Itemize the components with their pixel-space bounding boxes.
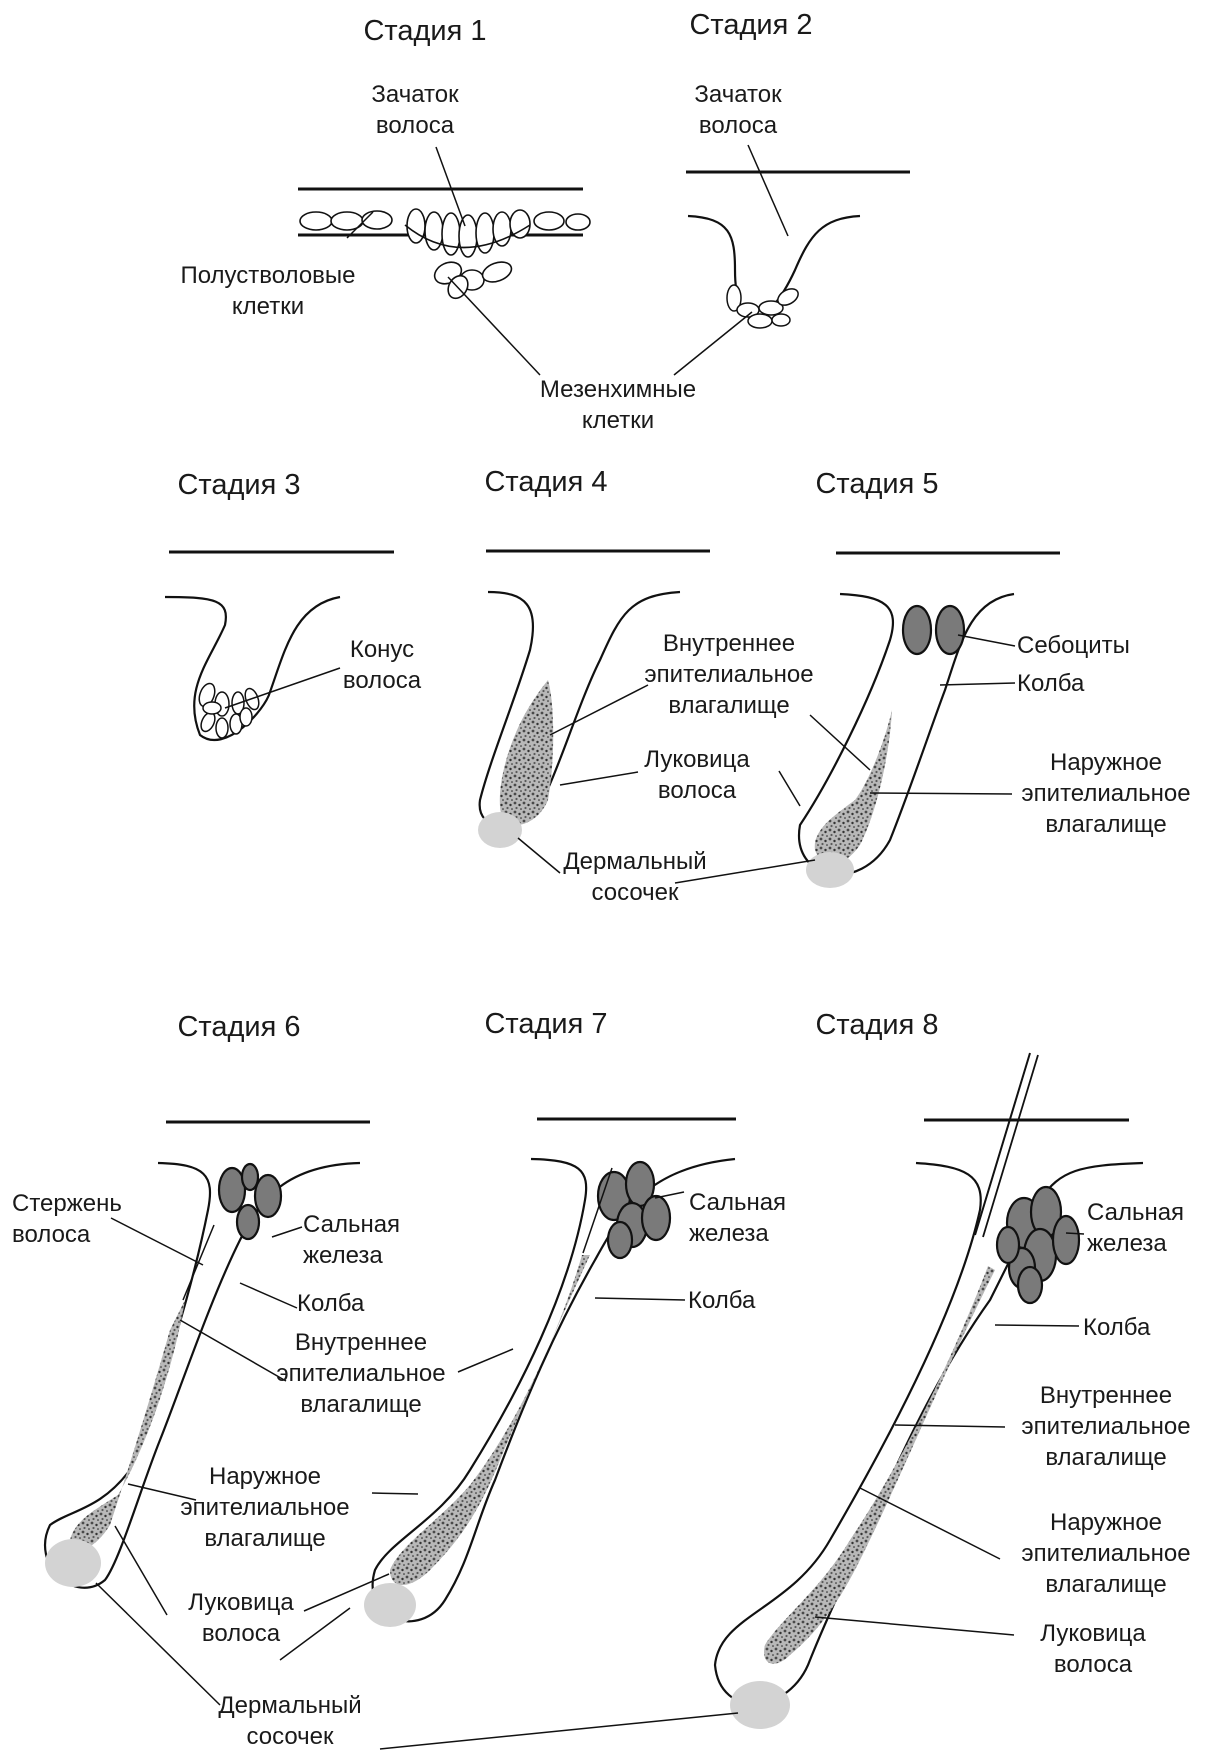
stage4-title: Стадия 4 [461, 465, 631, 499]
hair-bulb-label-s8: Луковица волоса [1018, 1618, 1168, 1680]
hair-shaft-label: Стержень волоса [12, 1188, 152, 1250]
hair-germ-label-s2: Зачаток волоса [673, 79, 803, 141]
bulge-label-s6: Колба [297, 1288, 407, 1319]
bulge-label-s5: Колба [1017, 668, 1167, 699]
outer-sheath-label-s8: Наружное эпителиальное влагалище [1006, 1507, 1206, 1600]
stage1-title: Стадия 1 [340, 14, 510, 48]
sebaceous-gland-label-s7: Сальная железа [689, 1187, 829, 1249]
sebaceous-gland-label-s8: Сальная железа [1087, 1197, 1213, 1259]
dermal-papilla-label-s4: Дермальный сосочек [550, 846, 720, 908]
sebaceous-gland-label-s6: Сальная железа [303, 1209, 443, 1271]
stage2-figure [674, 145, 910, 375]
stage6-title: Стадия 6 [154, 1010, 324, 1044]
inner-sheath-label-s6: Внутреннее эпителиальное влагалище [261, 1327, 461, 1420]
stage3-title: Стадия 3 [154, 468, 324, 502]
sebocytes-label: Себоциты [1017, 630, 1167, 661]
hair-germ-label-s1: Зачаток волоса [350, 79, 480, 141]
semi-stem-cells-label: Полустволовые клетки [168, 260, 368, 322]
outer-sheath-label-s5: Наружное эпителиальное влагалище [1006, 747, 1206, 840]
inner-sheath-label-s4: Внутреннее эпителиальное влагалище [629, 628, 829, 721]
hair-bulb-label-s4: Луковица волоса [622, 744, 772, 806]
outer-sheath-label-s6: Наружное эпителиальное влагалище [165, 1461, 365, 1554]
dermal-papilla-label-s6: Дермальный сосочек [200, 1690, 380, 1752]
bulge-label-s8: Колба [1083, 1312, 1193, 1343]
stage7-title: Стадия 7 [461, 1007, 631, 1041]
inner-sheath-label-s8: Внутреннее эпителиальное влагалище [1006, 1380, 1206, 1473]
hair-cone-label: Конус волоса [322, 634, 442, 696]
bulge-label-s7: Колба [688, 1285, 798, 1316]
stage5-title: Стадия 5 [792, 467, 962, 501]
stage8-title: Стадия 8 [792, 1008, 962, 1042]
hair-bulb-label-s6: Луковица волоса [166, 1587, 316, 1649]
stage2-title: Стадия 2 [666, 8, 836, 42]
mesenchymal-cells-label: Мезенхимные клетки [518, 374, 718, 436]
